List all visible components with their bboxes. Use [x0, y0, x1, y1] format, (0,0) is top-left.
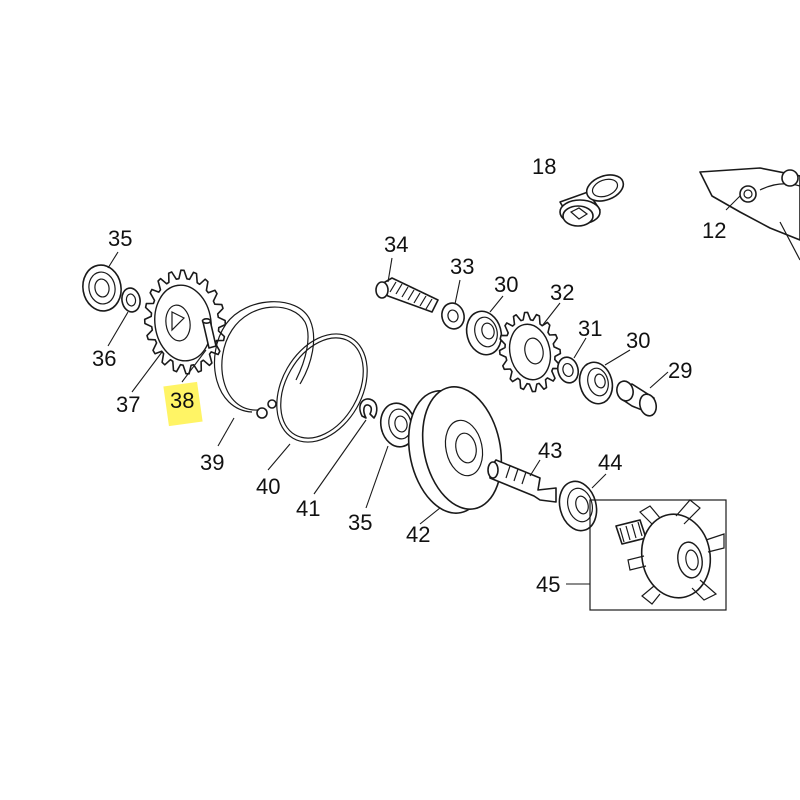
part-12-housing	[699, 167, 800, 261]
part-30-bearing-upper	[465, 310, 503, 356]
part-41-clip	[359, 398, 378, 419]
callout-34: 34	[384, 232, 408, 257]
leader-lines	[107, 195, 741, 585]
part-32-gear	[498, 311, 562, 393]
callout-31: 31	[578, 316, 602, 341]
callout-37: 37	[116, 392, 140, 417]
callout-labels: 18 12 35 36 37 38 34 33 30 32 31 30 29 3…	[92, 154, 726, 597]
callout-18: 18	[532, 154, 556, 179]
part-29-bushing	[616, 380, 658, 417]
callout-35-center: 35	[348, 510, 372, 535]
callout-30-upper: 30	[494, 272, 518, 297]
callout-43: 43	[538, 438, 562, 463]
callout-40: 40	[256, 474, 280, 499]
callout-33: 33	[450, 254, 474, 279]
callout-41: 41	[296, 496, 320, 521]
part-37-gear	[143, 269, 227, 375]
part-36-washer	[121, 287, 141, 313]
part-43-shaft	[487, 459, 557, 503]
callout-30-lower: 30	[626, 328, 650, 353]
part-44-bearing	[558, 480, 598, 532]
callout-42: 42	[406, 522, 430, 547]
callout-38: 38	[170, 388, 194, 413]
part-34-bolt	[375, 277, 439, 313]
callout-32: 32	[550, 280, 574, 305]
part-31-washer	[556, 356, 580, 384]
callout-44: 44	[598, 450, 622, 475]
callout-29: 29	[668, 358, 692, 383]
part-40-o-ring	[276, 333, 368, 443]
part-45-impeller-assembly	[589, 499, 727, 611]
callout-36: 36	[92, 346, 116, 371]
part-35-bearing-left	[82, 264, 122, 312]
callout-35-top: 35	[108, 226, 132, 251]
part-39-snap-ring	[213, 301, 315, 419]
part-30-bearing-lower	[578, 361, 614, 405]
part-18-drain-plug	[559, 174, 625, 227]
callout-45: 45	[536, 572, 560, 597]
callout-38-highlight	[163, 381, 203, 427]
part-42-pump-housing	[407, 386, 503, 514]
callout-12: 12	[702, 218, 726, 243]
callout-39: 39	[200, 450, 224, 475]
part-33-washer	[441, 302, 465, 330]
